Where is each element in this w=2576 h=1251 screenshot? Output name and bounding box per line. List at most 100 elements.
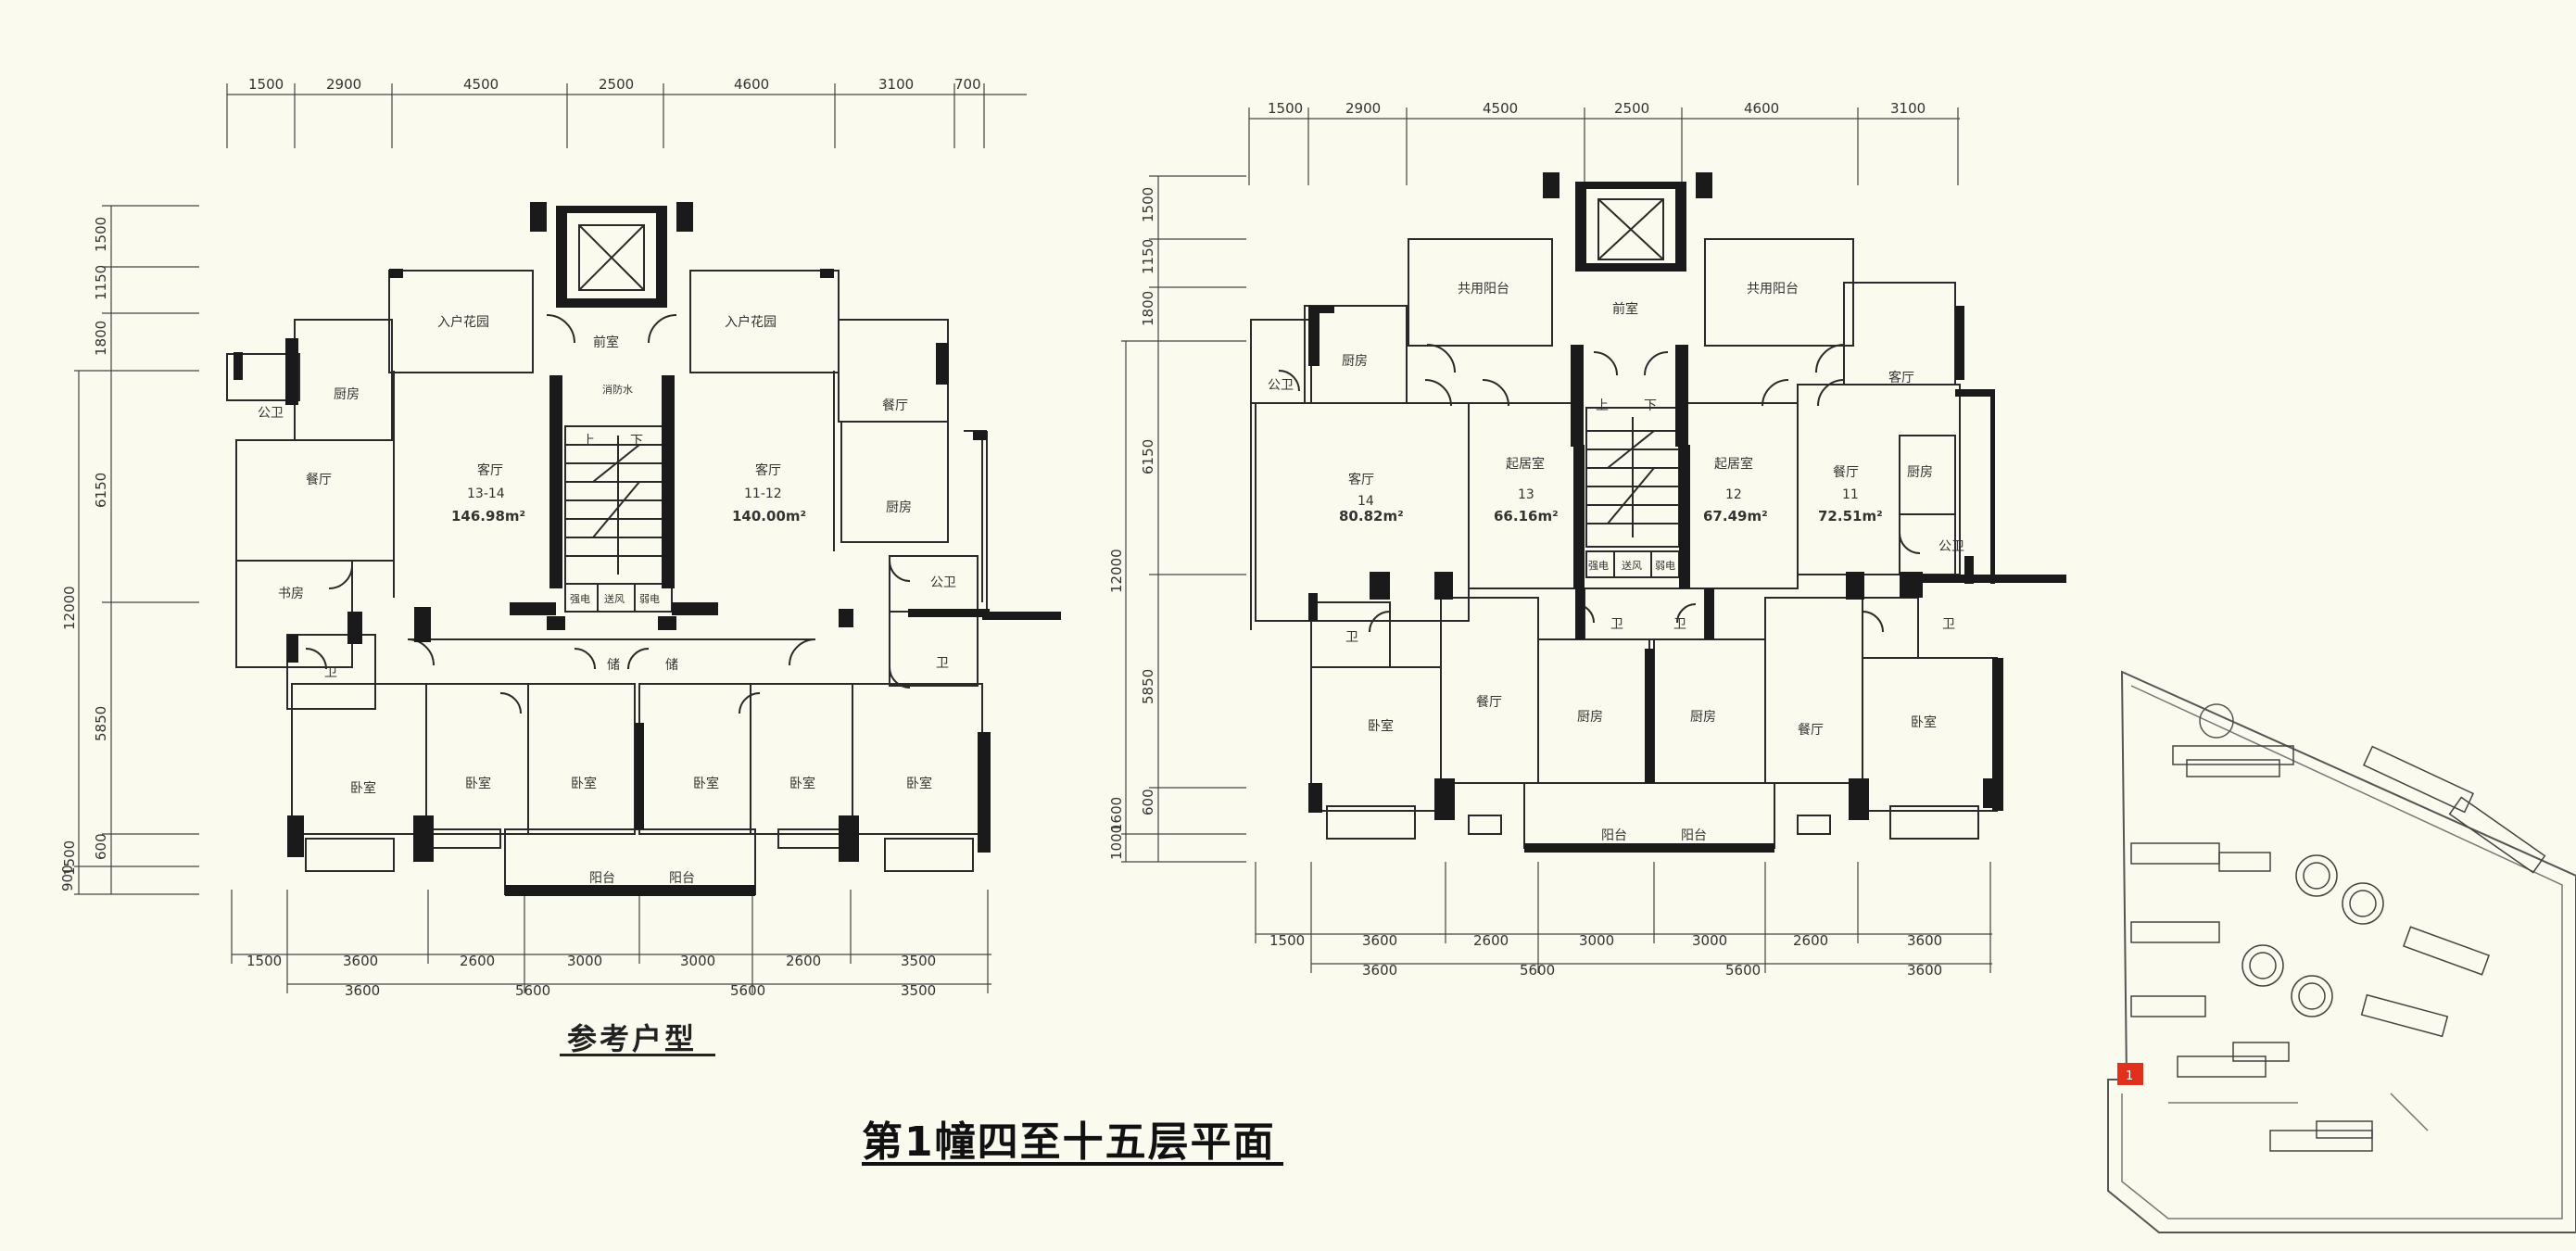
shaft-weak-label-right: 弱电 <box>1655 560 1675 572</box>
room-bedroom-1: 卧室 <box>350 780 376 796</box>
room-wc-a: 卫 <box>1345 630 1358 645</box>
unit-number-14: 14 <box>1357 494 1374 509</box>
room-living-left: 客厅 <box>477 462 503 478</box>
left-bottom-dim-11: 3500 <box>901 982 936 999</box>
left-bottom-dimension-lines <box>231 890 991 993</box>
right-side-dim-8: 1000 <box>1108 825 1125 860</box>
room-wc-c: 卫 <box>1673 617 1686 632</box>
highlight-building-marker <box>2117 1063 2143 1085</box>
page-title: 第1幢四至十五层平面 <box>862 1118 1276 1166</box>
room-kitchen-left: 厨房 <box>334 387 360 402</box>
unit-area-13: 66.16m² <box>1494 508 1559 524</box>
stair-up-label-right: 上 <box>1596 398 1609 413</box>
site-buildings <box>2130 745 2546 1152</box>
left-floor-plan: 1500 2900 4500 2500 4600 3100 700 1500 1… <box>59 76 1061 999</box>
left-side-dim-1: 1500 <box>93 217 109 252</box>
unit-area-14: 80.82m² <box>1339 508 1404 524</box>
right-plan-thick-walls <box>1308 172 2066 853</box>
left-bottom-dim-9: 5600 <box>515 982 550 999</box>
left-top-dim-5: 4600 <box>734 76 769 93</box>
right-side-dim-9: 600 <box>1140 789 1156 815</box>
left-bottom-dim-5: 3000 <box>680 953 715 969</box>
left-bottom-dim-4: 3000 <box>567 953 602 969</box>
left-side-dim-7: 1500 <box>61 840 78 876</box>
room-wc-b: 卫 <box>1610 617 1623 632</box>
room-kitchen-right: 厨房 <box>886 500 912 515</box>
stair-up-label: 上 <box>582 434 595 449</box>
left-side-dim-5: 12000 <box>61 586 78 630</box>
subtitle-underline <box>560 1054 715 1056</box>
left-side-dim-8: 900 <box>59 865 76 891</box>
room-public-wc-left: 公卫 <box>258 406 284 421</box>
shaft-vent-label: 送风 <box>604 592 625 605</box>
room-balcony-right: 阳台 <box>669 871 695 886</box>
room-dining-left: 餐厅 <box>306 473 332 487</box>
room-living-right: 客厅 <box>755 462 781 478</box>
room-bedroom-3: 卧室 <box>571 776 597 791</box>
left-top-dim-4: 2500 <box>599 76 634 93</box>
room-storage-right: 储 <box>665 658 678 673</box>
unit-number-right: 11-12 <box>744 486 782 501</box>
left-side-dim-2: 1150 <box>93 265 109 300</box>
right-top-dimension-line <box>1248 107 1960 185</box>
stair-down-label: 下 <box>630 434 643 449</box>
right-bottom-dim-5: 3000 <box>1692 932 1727 949</box>
room-shared-balcony-right: 共用阳台 <box>1747 282 1799 297</box>
room-living-14: 客厅 <box>1348 472 1374 487</box>
right-bottom-dim-6: 2600 <box>1793 932 1828 949</box>
left-side-dimension-lines <box>74 205 199 895</box>
right-bottom-dim-7: 3600 <box>1907 932 1942 949</box>
right-top-dim-3: 4500 <box>1483 100 1518 117</box>
unit-number-11: 11 <box>1842 487 1859 502</box>
unit-number-12: 12 <box>1725 487 1742 502</box>
room-balcony-a: 阳台 <box>1601 828 1627 843</box>
unit-area-left: 146.98m² <box>451 508 525 524</box>
right-top-dim-4: 2500 <box>1614 100 1649 117</box>
room-lobby-right: 前室 <box>1612 301 1638 317</box>
stair-down-label-right: 下 <box>1644 398 1657 413</box>
unit-area-right: 140.00m² <box>732 508 806 524</box>
unit-area-11: 72.51m² <box>1818 508 1883 524</box>
room-public-wc-11: 公卫 <box>1938 539 1964 554</box>
right-bottom-dim-4: 3000 <box>1579 932 1614 949</box>
room-kitchen-a: 厨房 <box>1577 710 1603 725</box>
shaft-weak-label: 弱电 <box>639 593 660 605</box>
right-side-dim-7: 1600 <box>1108 797 1125 832</box>
room-dining-b: 餐厅 <box>1798 723 1824 738</box>
title-underline <box>862 1162 1283 1166</box>
left-bottom-dim-6: 2600 <box>786 953 821 969</box>
left-bottom-dim-3: 2600 <box>460 953 495 969</box>
right-side-dimension-lines <box>1121 175 1246 863</box>
site-plan-key-map: 1 <box>2107 670 2576 1233</box>
room-kitchen-14: 厨房 <box>1342 354 1368 369</box>
room-living-13: 起居室 <box>1506 456 1545 472</box>
room-dining-a: 餐厅 <box>1476 695 1502 710</box>
left-bottom-dim-2: 3600 <box>343 953 378 969</box>
right-top-dim-1: 1500 <box>1268 100 1303 117</box>
room-bedroom-a: 卧室 <box>1368 718 1394 734</box>
left-top-dim-1: 1500 <box>248 76 284 93</box>
room-bedroom-b: 卧室 <box>1911 714 1937 730</box>
left-bottom-dim-8: 3600 <box>345 982 380 999</box>
left-top-dim-3: 4500 <box>463 76 499 93</box>
right-bottom-dimension-lines <box>1255 862 1992 973</box>
right-bottom-dim-8: 3600 <box>1362 962 1397 979</box>
room-wc-d: 卫 <box>1942 617 1955 632</box>
left-top-dim-2: 2900 <box>326 76 361 93</box>
room-living-11: 客厅 <box>1888 370 1914 385</box>
right-side-dim-3: 1800 <box>1140 291 1156 326</box>
shaft-electric-label: 强电 <box>570 593 590 605</box>
right-top-dim-5: 4600 <box>1744 100 1779 117</box>
marker-label: 1 <box>2126 1069 2133 1083</box>
shaft-electric-label-right: 强电 <box>1588 560 1609 572</box>
room-entry-garden-left: 入户花园 <box>437 314 489 330</box>
left-bottom-dim-10: 5600 <box>730 982 765 999</box>
left-plan-thin-walls <box>226 210 988 895</box>
room-storage-left: 储 <box>607 658 620 673</box>
room-lobby: 前室 <box>593 335 619 350</box>
room-wc-right: 卫 <box>936 656 949 671</box>
right-bottom-dim-9: 5600 <box>1520 962 1555 979</box>
unit-number-13: 13 <box>1518 487 1534 502</box>
room-shared-balcony-left: 共用阳台 <box>1458 282 1509 297</box>
left-side-dim-3: 1800 <box>93 321 109 356</box>
